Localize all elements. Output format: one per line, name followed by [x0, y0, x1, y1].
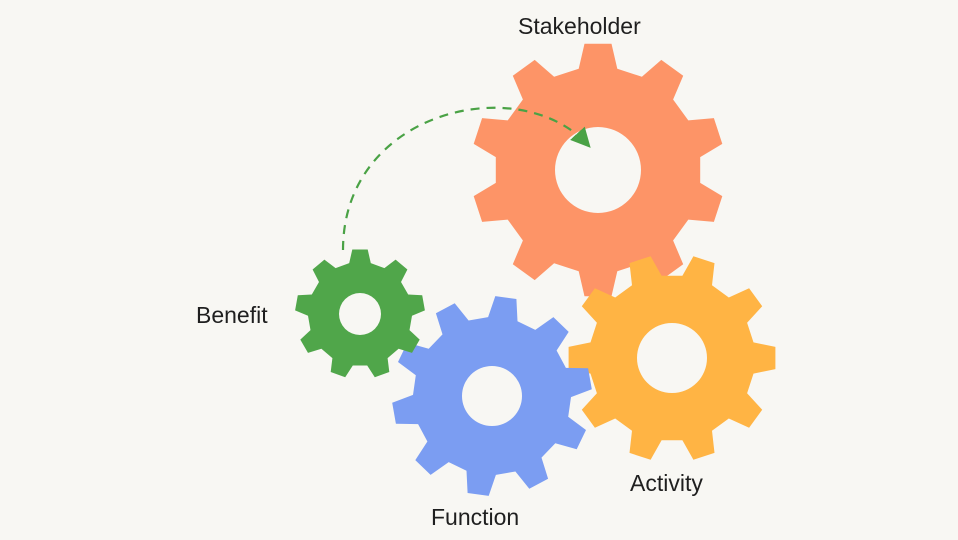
stakeholder-label: Stakeholder — [518, 13, 641, 39]
function-label: Function — [431, 504, 520, 530]
stakeholder-gear-icon — [473, 43, 723, 297]
benefit-gear-icon — [295, 249, 425, 378]
function-gear-icon — [392, 296, 592, 496]
activity-label: Activity — [630, 470, 703, 496]
benefit-to-stakeholder-arrow — [341, 106, 591, 251]
activity-gear-icon — [568, 256, 776, 460]
benefit-label: Benefit — [196, 302, 268, 328]
